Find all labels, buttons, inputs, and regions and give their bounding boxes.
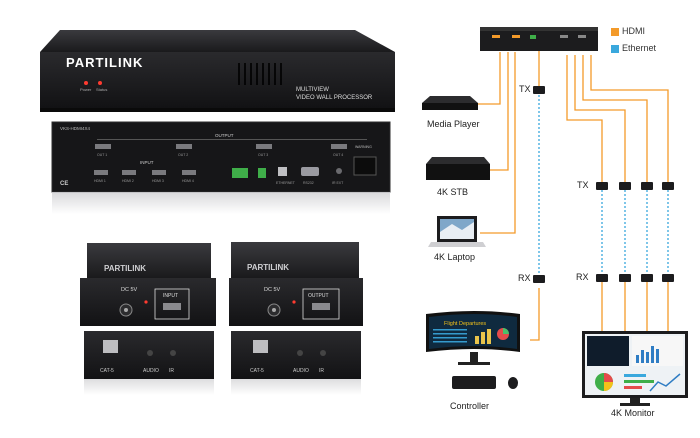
monitor-label: 4K Monitor (611, 408, 655, 418)
tx-cat5-port (103, 340, 118, 353)
hdmi-stb (488, 52, 509, 171)
processor-brand-logo: PARTILINK (66, 55, 143, 70)
hdmi-lines (475, 50, 669, 341)
rear-port-in1: HDMI 1 (94, 179, 106, 183)
controller-screen-title: Flight Departures (444, 321, 486, 327)
ce-mark: CE (60, 181, 68, 187)
processor-title-line2: VIDEO WALL PROCESSOR (296, 95, 373, 101)
monitor-wall-icon (582, 331, 688, 406)
tx-ir-label: IR (169, 368, 174, 374)
rear-port-out4: OUT 4 (333, 153, 343, 157)
hdmi-out1 (566, 55, 603, 183)
terminal-block-small (258, 168, 266, 178)
controller-monitor-icon: Flight Departures (426, 311, 520, 389)
rx-output-label: OUTPUT (308, 293, 329, 299)
hdmi-media-player (475, 52, 501, 105)
product-photos: PARTILINK Power Status MULTIVIEW VIDEO W… (40, 30, 395, 395)
rear-model-label: VKS-HDMI4X4 (60, 126, 91, 131)
legend-ethernet-swatch (611, 45, 619, 53)
rear-rs232-label: RS232 (303, 181, 314, 185)
rear-port-in4: HDMI 4 (182, 179, 194, 183)
processor-title-line1: MULTIVIEW (296, 87, 329, 93)
tx-brand-logo: PARTILINK (104, 264, 146, 273)
tx-right-label: TX (577, 180, 589, 190)
hdmi-out3 (582, 55, 648, 183)
rear-port-in2: HDMI 2 (122, 179, 134, 183)
diagram-extender-icons (533, 86, 674, 283)
rx-dc-label: DC 5V (264, 287, 281, 293)
terminal-block (232, 168, 248, 178)
tx-left-icon (533, 86, 545, 94)
tx-dc-label: DC 5V (121, 287, 138, 293)
processor-diagram-icon (480, 27, 598, 51)
rear-ethernet-label: ETHERNET (276, 181, 296, 185)
tx-cat5-label: CAT-5 (100, 368, 114, 374)
power-socket (353, 156, 377, 176)
rear-port-in3: HDMI 3 (152, 179, 164, 183)
rear-output-label: OUTPUT (215, 133, 234, 138)
tx-left-label: TX (519, 84, 531, 94)
processor-rear-panel: VKS-HDMI4X4 OUTPUT OUT 1 OUT 2 OUT 3 OUT… (51, 121, 391, 214)
legend-ethernet-label: Ethernet (622, 43, 657, 53)
hdmi-rx-left-to-controller (530, 288, 540, 341)
source-stb-label: 4K STB (437, 187, 469, 197)
rx-left-icon (533, 275, 545, 283)
hdmi-laptop (480, 52, 516, 234)
tx-input-label: INPUT (163, 293, 178, 299)
rear-port-out3: OUT 3 (258, 153, 268, 157)
rear-port-out2: OUT 2 (178, 153, 188, 157)
ir-port (336, 168, 342, 174)
rx-ir-label: IR (319, 368, 324, 374)
hdmi-out2 (574, 55, 626, 183)
rear-port-out1: OUT 1 (97, 153, 107, 157)
legend-hdmi-label: HDMI (622, 26, 645, 36)
stb-icon (426, 157, 490, 180)
rx-right-label: RX (576, 272, 589, 282)
source-laptop-label: 4K Laptop (434, 252, 476, 262)
led-power-label: Power (80, 87, 92, 92)
laptop-icon (428, 216, 486, 247)
mouse-icon (508, 377, 518, 389)
keyboard-icon (452, 376, 496, 389)
controller-label: Controller (450, 401, 490, 411)
rear-input-label: INPUT (140, 160, 154, 165)
rs232-port (301, 167, 319, 176)
status-led (98, 81, 102, 85)
tx-audio-label: AUDIO (143, 368, 159, 374)
rear-ir-label: IR EXT (332, 181, 344, 185)
led-status-label: Status (96, 87, 107, 92)
rx-cat5-label: CAT-5 (250, 368, 264, 374)
legend-hdmi-swatch (611, 28, 619, 36)
rx-left-label: RX (518, 273, 531, 283)
source-media-player-label: Media Player (427, 119, 480, 129)
rear-warning-label: WARNING (355, 145, 372, 149)
rx-cat5-port (253, 340, 268, 353)
ethernet-port (278, 167, 287, 176)
tx-extender: PARTILINK DC 5V INPUT CAT-5 AUDIO IR (80, 243, 216, 395)
rx-brand-logo: PARTILINK (247, 263, 289, 272)
rx-extender: PARTILINK DC 5V OUTPUT CAT-5 AUDIO IR (229, 242, 363, 395)
processor-front-unit: PARTILINK Power Status MULTIVIEW VIDEO W… (40, 30, 395, 112)
power-led (84, 81, 88, 85)
media-player-icon (422, 96, 478, 110)
hdmi-out4 (590, 55, 669, 183)
rx-audio-label: AUDIO (293, 368, 309, 374)
